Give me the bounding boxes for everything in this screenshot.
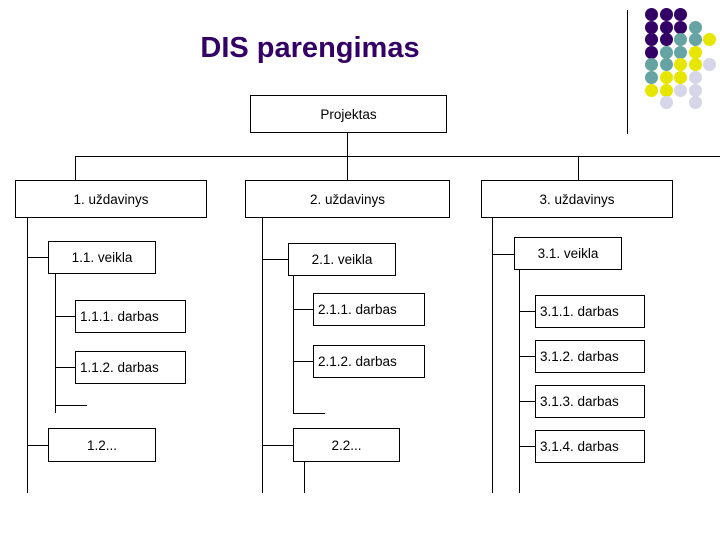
node-task-1[interactable]: 1. uždavinys — [15, 180, 207, 218]
dot-purple — [660, 33, 673, 46]
connector-col2-activity-1 — [262, 259, 288, 260]
connector-col2-spine — [262, 218, 263, 493]
node-work-1-1-2[interactable]: 1.1.2. darbas — [75, 351, 186, 384]
dot-yellow — [689, 58, 702, 71]
connector-col2-tail — [304, 462, 305, 493]
connector-col1-work-1 — [55, 316, 76, 317]
node-activity-1-2[interactable]: 1.2... — [48, 428, 156, 462]
node-task-3[interactable]: 3. uždavinys — [481, 180, 673, 218]
dot-yellow — [660, 71, 673, 84]
node-work-3-1-1[interactable]: 3.1.1. darbas — [535, 295, 645, 328]
node-activity-2-2[interactable]: 2.2... — [293, 428, 400, 462]
dot-purple — [645, 33, 658, 46]
node-work-1-1-1[interactable]: 1.1.1. darbas — [75, 300, 186, 333]
connector-col1-spine — [27, 218, 28, 493]
connector-col2-activity-2 — [262, 445, 293, 446]
dot-purple — [674, 21, 687, 34]
dot-yellow — [703, 33, 716, 46]
node-task-2[interactable]: 2. uždavinys — [245, 180, 450, 218]
dot-teal — [645, 71, 658, 84]
connector-col1-work-more — [55, 405, 87, 406]
node-activity-3-1[interactable]: 3.1. veikla — [514, 237, 622, 270]
dot-teal — [689, 33, 702, 46]
node-work-2-1-1[interactable]: 2.1.1. darbas — [313, 293, 425, 326]
node-work-3-1-3[interactable]: 3.1.3. darbas — [535, 385, 645, 418]
dot-lavender — [660, 96, 673, 109]
connector-col3-work-1 — [519, 311, 536, 312]
page-title: DIS parengimas — [200, 32, 420, 64]
dot-lavender — [689, 84, 702, 97]
dot-lavender — [674, 84, 687, 97]
node-work-3-1-4[interactable]: 3.1.4. darbas — [535, 430, 645, 463]
dot-teal — [674, 46, 687, 59]
connector-root-stem — [347, 132, 348, 156]
dot-teal — [645, 58, 658, 71]
connector-col3-work-3 — [519, 401, 536, 402]
dot-yellow — [689, 46, 702, 59]
connector-col3-activity-1 — [492, 254, 515, 255]
dot-purple — [645, 21, 658, 34]
dot-yellow — [674, 71, 687, 84]
dot-lavender — [703, 58, 716, 71]
dot-purple — [660, 21, 673, 34]
connector-task-bus — [75, 156, 720, 157]
dot-teal — [674, 33, 687, 46]
dot-teal — [660, 46, 673, 59]
connector-task-drop-2 — [347, 156, 348, 180]
connector-col2-work-1 — [293, 309, 314, 310]
dot-teal — [689, 21, 702, 34]
dot-purple — [645, 46, 658, 59]
connector-col2-work-2 — [293, 361, 314, 362]
connector-col1-work-spine — [55, 273, 56, 413]
node-work-2-1-2[interactable]: 2.1.2. darbas — [313, 345, 425, 378]
dot-yellow — [660, 84, 673, 97]
decorative-dot-grid — [645, 8, 717, 120]
dot-teal — [660, 58, 673, 71]
connector-col1-work-2 — [55, 367, 76, 368]
dot-purple — [660, 8, 673, 21]
node-activity-2-1[interactable]: 2.1. veikla — [288, 243, 396, 276]
node-activity-1-1[interactable]: 1.1. veikla — [48, 241, 156, 274]
connector-task-drop-1 — [75, 156, 76, 180]
connector-task-drop-3 — [578, 156, 579, 180]
connector-col2-work-more — [293, 413, 325, 414]
node-work-3-1-2[interactable]: 3.1.2. darbas — [535, 340, 645, 373]
connector-col3-spine — [492, 218, 493, 493]
connector-col1-activity-2 — [27, 445, 49, 446]
dot-lavender — [689, 96, 702, 109]
connector-col2-work-spine — [293, 275, 294, 413]
connector-col1-activity-1 — [27, 257, 49, 258]
node-project[interactable]: Projektas — [250, 95, 447, 133]
dot-yellow — [645, 84, 658, 97]
connector-col3-work-4 — [519, 446, 536, 447]
vertical-rule-icon — [627, 10, 628, 134]
dot-purple — [645, 8, 658, 21]
dot-purple — [674, 8, 687, 21]
dot-yellow — [674, 58, 687, 71]
connector-col3-work-2 — [519, 356, 536, 357]
dot-lavender — [689, 71, 702, 84]
connector-col3-work-spine — [519, 270, 520, 493]
